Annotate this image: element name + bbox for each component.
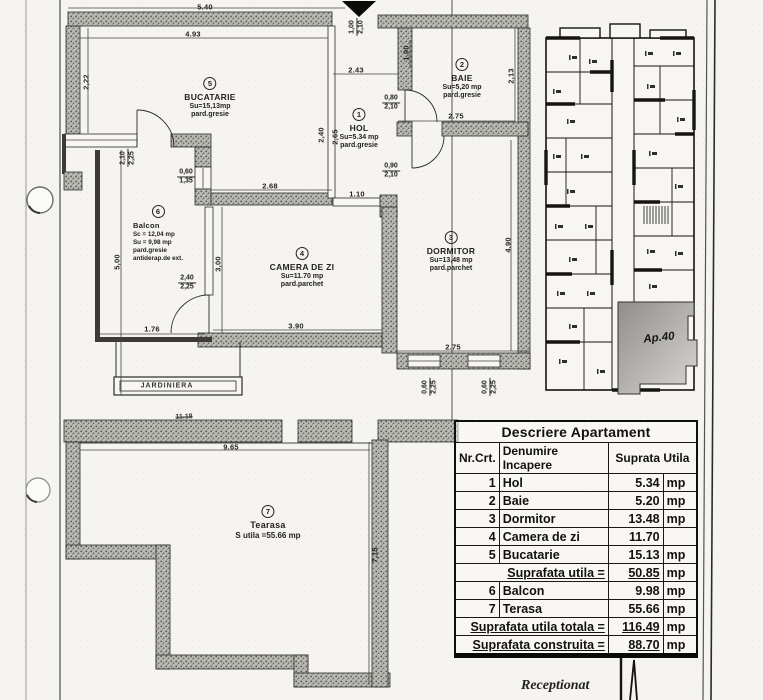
table-row: 3 Dormitor 13.48 mp (454, 509, 698, 528)
dim-label: 3.90 (288, 321, 304, 331)
dim-label: 0,60 2,25 (421, 378, 438, 396)
dim-label: 0,60 2,25 (481, 378, 498, 396)
dim-label: 1.00 (401, 45, 411, 61)
dim-label: 2.75 (445, 342, 461, 352)
room-label-hol: 1 HOL Su=5.34 mp pard.gresie (339, 108, 379, 150)
dim-label: 0,80 2,10 (382, 94, 400, 111)
table-row: 2 Baie 5.20 mp (454, 491, 698, 510)
room-number: 7 (261, 505, 275, 518)
dim-label: 9.65 (223, 442, 239, 452)
table-total-row: Suprafata utila totala = 116.49 mp (454, 617, 698, 636)
room-label-terasa: 7 Tearasa S utila =55.66 mp (235, 505, 301, 541)
table-row: 6 Balcon 9.98 mp (454, 581, 698, 600)
jardiniera-label: JARDINIERA (140, 382, 194, 390)
dim-label: 3,00 (213, 256, 223, 272)
signature-mark (619, 653, 638, 700)
dim-label: 2.43 (348, 65, 364, 75)
dimension-lines (68, 7, 530, 685)
room-number: 2 (455, 58, 469, 71)
dim-label: 2,22 (81, 74, 91, 90)
receptionat-label: Receptionat (521, 678, 590, 693)
room-label-camera-de-zi: 4 CAMERA DE ZI Su=11.70 mp pard.parchet (269, 247, 335, 289)
dim-label-crossed-out: 11.18 (175, 413, 193, 421)
room-number: 5 (203, 77, 217, 90)
col-header-nrcrt: Nr.Crt. (454, 442, 500, 474)
table-row: 4 Camera de zi 11.70 (454, 527, 698, 546)
dim-label: 2.68 (262, 181, 278, 191)
dim-label: 5.40 (197, 2, 213, 12)
dim-label: 5,00 (112, 254, 122, 270)
dim-label: 2,13 (506, 68, 516, 84)
dim-label: 7,15 (370, 547, 380, 563)
table-built-row: Suprafata construita = 88.70 mp (454, 635, 698, 656)
table-header-row: Nr.Crt. Denumire Incapere Suprata Utila (454, 442, 698, 474)
dim-label: 4.90 (503, 237, 513, 253)
dim-label: 2,10 2,25 (119, 149, 136, 167)
overview-plan (544, 23, 698, 395)
dim-label: 4.93 (185, 29, 201, 39)
dim-label: 0,90 2,10 (382, 162, 400, 179)
room-number: 1 (352, 108, 366, 121)
ap40-highlight (617, 301, 698, 395)
room-number: 3 (444, 231, 458, 244)
table-subtotal-row: Suprafata utila = 50.85 mp (454, 563, 698, 582)
room-label-balcon: 6 Balcon Sc = 12,04 mp Su = 9,98 mp pard… (132, 205, 184, 263)
dim-label: 0,60 1,35 (177, 168, 195, 185)
page-edges (25, 0, 716, 700)
room-label-dormitor: 3 DORMITOR Su=13,48 mp pard.parchet (426, 231, 476, 273)
dim-label: 2,65 (330, 129, 340, 145)
col-header-suprafata: Suprata Utila (607, 442, 698, 474)
dim-label: 2.75 (448, 111, 464, 121)
main-plan-walls (62, 1, 531, 688)
apartment-description-table: Descriere Apartament Nr.Crt. Denumire In… (454, 420, 698, 658)
dim-label: 1.76 (144, 324, 160, 334)
table-row: 5 Bucatarie 15.13 mp (454, 545, 698, 564)
dim-label: 1.10 (349, 189, 365, 199)
dim-label: 2,40 (316, 127, 326, 143)
dim-label: 2,40 2,25 (178, 274, 196, 291)
table-row: 1 Hol 5.34 mp (454, 473, 698, 492)
door-arcs (136, 89, 445, 334)
table-row: 7 Terasa 55.66 mp (454, 599, 698, 618)
punch-holes (25, 186, 54, 503)
stairs (643, 206, 669, 224)
table-title: Descriere Apartament (454, 420, 698, 443)
col-header-denumire: Denumire Incapere (498, 442, 609, 474)
room-number: 6 (151, 205, 165, 218)
dim-label: 1,00 2,10 (348, 18, 365, 36)
room-label-baie: 2 BAIE Su=5,20 mp pard.gresie (442, 58, 482, 100)
room-number: 4 (295, 247, 309, 260)
room-label-bucatarie: 5 BUCATARIE Su=15,13mp pard.gresie (184, 77, 236, 119)
